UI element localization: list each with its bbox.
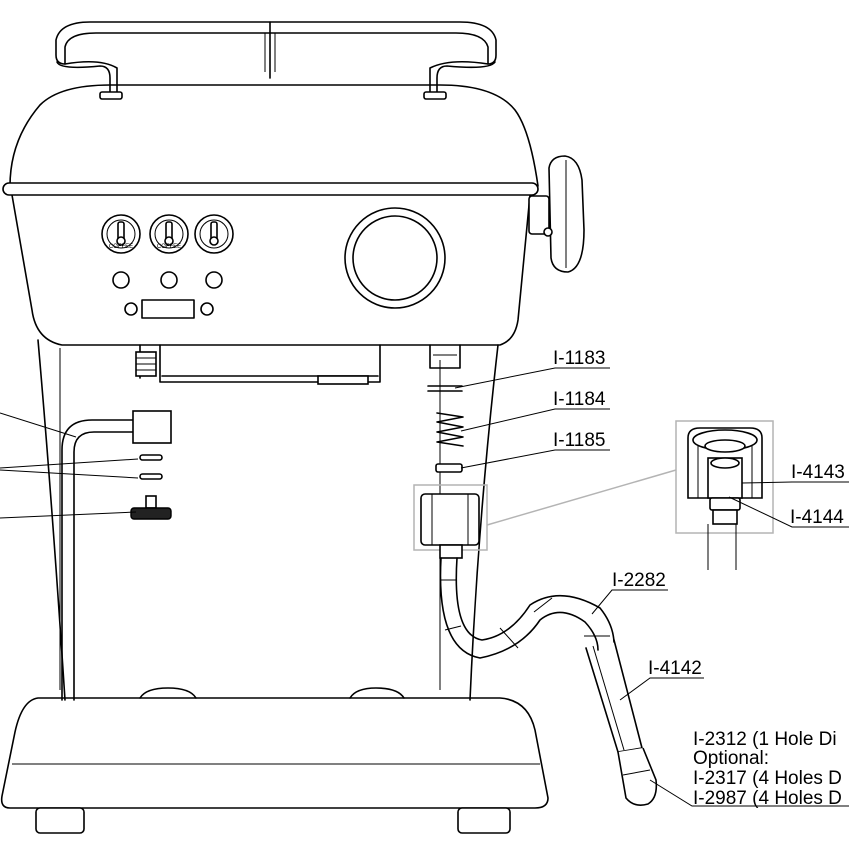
label-i-4144: I-4144 [790, 507, 844, 528]
pressure-gauge [344, 207, 446, 309]
knob-3[interactable] [194, 214, 234, 254]
group-head [135, 344, 461, 385]
cup-rail [55, 21, 497, 100]
steam-knob[interactable] [528, 155, 585, 273]
knob-2-label: COFFEE [157, 244, 181, 250]
label-i-2987: I-2987 (4 Holes D [693, 788, 842, 809]
base-drip-tray [0, 687, 549, 834]
part-i-4142-wand-tube [585, 639, 643, 753]
label-i-2317: I-2317 (4 Holes D [693, 768, 842, 789]
part-i-1185-oring [435, 463, 463, 473]
leader-lines [454, 367, 849, 807]
label-i-4143: I-4143 [791, 462, 845, 483]
part-i-1184-spring [436, 412, 464, 447]
left-pipe [61, 410, 172, 701]
label-optional: Optional: [693, 748, 769, 769]
part-i-2312-steam-tip [617, 747, 658, 806]
part-i-1183-washer [427, 385, 463, 392]
label-i-2282: I-2282 [612, 570, 666, 591]
part-i-4143-nut [413, 484, 488, 559]
top-cover [9, 84, 539, 187]
display-panel [124, 299, 214, 319]
detail-view [675, 420, 774, 570]
label-i-1184: I-1184 [553, 389, 606, 410]
label-i-1185: I-1185 [553, 430, 605, 451]
control-buttons[interactable] [112, 271, 223, 289]
detail-link-line [486, 469, 677, 526]
machine-body [2, 182, 539, 701]
label-i-1183: I-1183 [553, 348, 605, 369]
part-i-2282-wand [439, 557, 615, 659]
label-i-2312: I-2312 (1 Hole Di [693, 729, 837, 750]
label-i-4142: I-4142 [648, 658, 702, 679]
knob-1-label: COFFEE [109, 244, 133, 250]
left-leader-lines [0, 412, 139, 519]
knob-1[interactable]: COFFEE [101, 214, 141, 254]
knob-2[interactable]: COFFEE [149, 214, 189, 254]
